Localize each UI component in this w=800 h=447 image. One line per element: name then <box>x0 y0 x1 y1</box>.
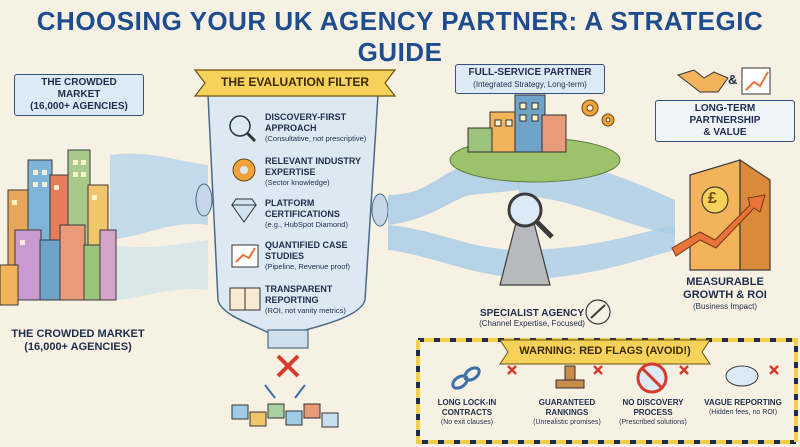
crowded-market-label-bottom: THE CROWDED MARKET (16,000+ AGENCIES) <box>8 328 148 354</box>
growth-chart-icon <box>231 244 259 268</box>
specialist-sub: (Channel Expertise, Focused) <box>479 319 585 328</box>
pound-symbol: £ <box>708 190 717 207</box>
growth-label: MEASURABLE GROWTH & ROI (Business Impact… <box>660 276 790 311</box>
flag-title-line1: GUARANTEED <box>538 398 596 407</box>
flag-title-line1: LONG LOCK-IN <box>437 398 497 407</box>
filter-banner-shape <box>193 69 397 97</box>
flag-title-line1: NO DISCOVERY <box>622 398 684 407</box>
criterion-title: TRANSPARENT REPORTING <box>265 284 333 305</box>
partnership-title-line2: & VALUE <box>703 127 747 138</box>
red-flag-lock-in: LONG LOCK-IN CONTRACTS (No exit clauses) <box>424 398 510 427</box>
flag-title-line2: PROCESS <box>633 408 673 417</box>
specialist-label: SPECIALIST AGENCY (Channel Expertise, Fo… <box>462 308 602 328</box>
market-label-top-line2: (16,000+ AGENCIES) <box>30 101 128 112</box>
specialist-magnifier-icon <box>499 192 554 286</box>
flag-title-line2: RANKINGS <box>545 408 589 417</box>
criterion-title: PLATFORM CERTIFICATIONS <box>265 198 340 219</box>
red-flag-no-discovery: NO DISCOVERY PROCESS (Prescribed solutio… <box>610 398 696 427</box>
partnership-title-line1: LONG-TERM PARTNERSHIP <box>689 103 761 126</box>
red-flags-banner-shape <box>499 339 711 365</box>
page-title: CHOOSING YOUR UK AGENCY PARTNER: A STRAT… <box>36 6 764 67</box>
criterion-sub: (Sector knowledge) <box>265 178 330 187</box>
red-flag-guaranteed-rankings: GUARANTEED RANKINGS (Unrealistic promise… <box>524 398 610 427</box>
flag-title-line1: VAGUE REPORTING <box>704 398 782 407</box>
book-icon <box>229 287 261 311</box>
growth-title-line2: GROWTH & ROI <box>683 289 767 301</box>
partnership-label: LONG-TERM PARTNERSHIP & VALUE <box>655 100 795 142</box>
flag-sub: (Hidden fees, no ROI) <box>708 409 778 416</box>
growth-building-icon <box>689 158 771 271</box>
handshake-icon <box>676 69 729 93</box>
criterion-reporting: TRANSPARENT REPORTING (ROI, not vanity m… <box>265 284 375 315</box>
growth-arrow-icon <box>671 194 766 257</box>
criterion-discovery: DISCOVERY-FIRST APPROACH (Consultative, … <box>265 112 375 143</box>
criterion-industry: RELEVANT INDUSTRY EXPERTISE (Sector know… <box>265 156 375 187</box>
filter-banner: THE EVALUATION FILTER <box>221 75 369 89</box>
criterion-sub: (Consultative, not prescriptive) <box>265 134 367 143</box>
stamp-icon <box>555 365 585 389</box>
market-label-top-line1: THE CROWDED MARKET <box>41 77 117 100</box>
full-service-label: FULL-SERVICE PARTNER (Integrated Strateg… <box>455 64 605 94</box>
cloud-icon <box>725 365 759 387</box>
funnel-spout <box>267 329 309 349</box>
growth-sub: (Business Impact) <box>692 302 758 311</box>
criterion-sub: (Pipeline, Revenue proof) <box>265 262 351 271</box>
specialist-title: SPECIALIST AGENCY <box>479 308 585 319</box>
path-to-specialist <box>388 225 520 278</box>
gears-icon <box>581 99 615 127</box>
full-service-sub: (Integrated Strategy, Long-term) <box>473 80 587 89</box>
criterion-title: RELEVANT INDUSTRY EXPERTISE <box>265 156 361 177</box>
market-stream-bottom <box>110 240 208 300</box>
criterion-certifications: PLATFORM CERTIFICATIONS (e.g., HubSpot D… <box>265 198 375 229</box>
full-service-buildings-icon <box>467 94 567 153</box>
no-magnifier-icon <box>636 362 668 394</box>
flag-sub: (Unrealistic promises) <box>533 419 601 426</box>
chart-up-icon <box>741 67 771 95</box>
building-windows <box>12 160 97 245</box>
crowded-market-buildings <box>0 149 117 306</box>
criterion-sub: (ROI, not vanity metrics) <box>265 306 346 315</box>
diamond-icon <box>231 198 257 223</box>
full-service-title: FULL-SERVICE PARTNER <box>468 67 592 78</box>
criterion-title: QUANTIFIED CASE STUDIES <box>265 240 348 261</box>
flag-title-line2: CONTRACTS <box>441 408 493 417</box>
crowded-market-label-top: THE CROWDED MARKET (16,000+ AGENCIES) <box>14 74 144 116</box>
gear-icon <box>232 158 256 182</box>
growth-title-line1: MEASURABLE <box>686 276 764 288</box>
rejected-pile-icon <box>231 354 339 428</box>
criterion-title: DISCOVERY-FIRST APPROACH <box>265 112 347 133</box>
market-label-bottom-line2: (16,000+ AGENCIES) <box>24 341 132 353</box>
red-x-marks <box>507 365 779 375</box>
magnifier-icon <box>229 115 257 143</box>
path-specialist-to-growth <box>515 225 675 280</box>
criterion-case-studies: QUANTIFIED CASE STUDIES (Pipeline, Reven… <box>265 240 375 271</box>
partnership-amp: & <box>728 72 738 87</box>
flag-sub: (No exit clauses) <box>440 419 494 426</box>
market-label-bottom-line1: THE CROWDED MARKET <box>11 328 145 340</box>
red-flag-vague-reporting: VAGUE REPORTING (Hidden fees, no ROI) <box>700 398 786 417</box>
market-stream-top <box>110 153 208 240</box>
flag-sub: (Prescribed solutions) <box>619 419 687 426</box>
red-flags-banner: WARNING: RED FLAGS (AVOID!) <box>519 345 691 357</box>
chain-icon <box>451 366 481 390</box>
criterion-sub: (e.g., HubSpot Diamond) <box>265 220 348 229</box>
